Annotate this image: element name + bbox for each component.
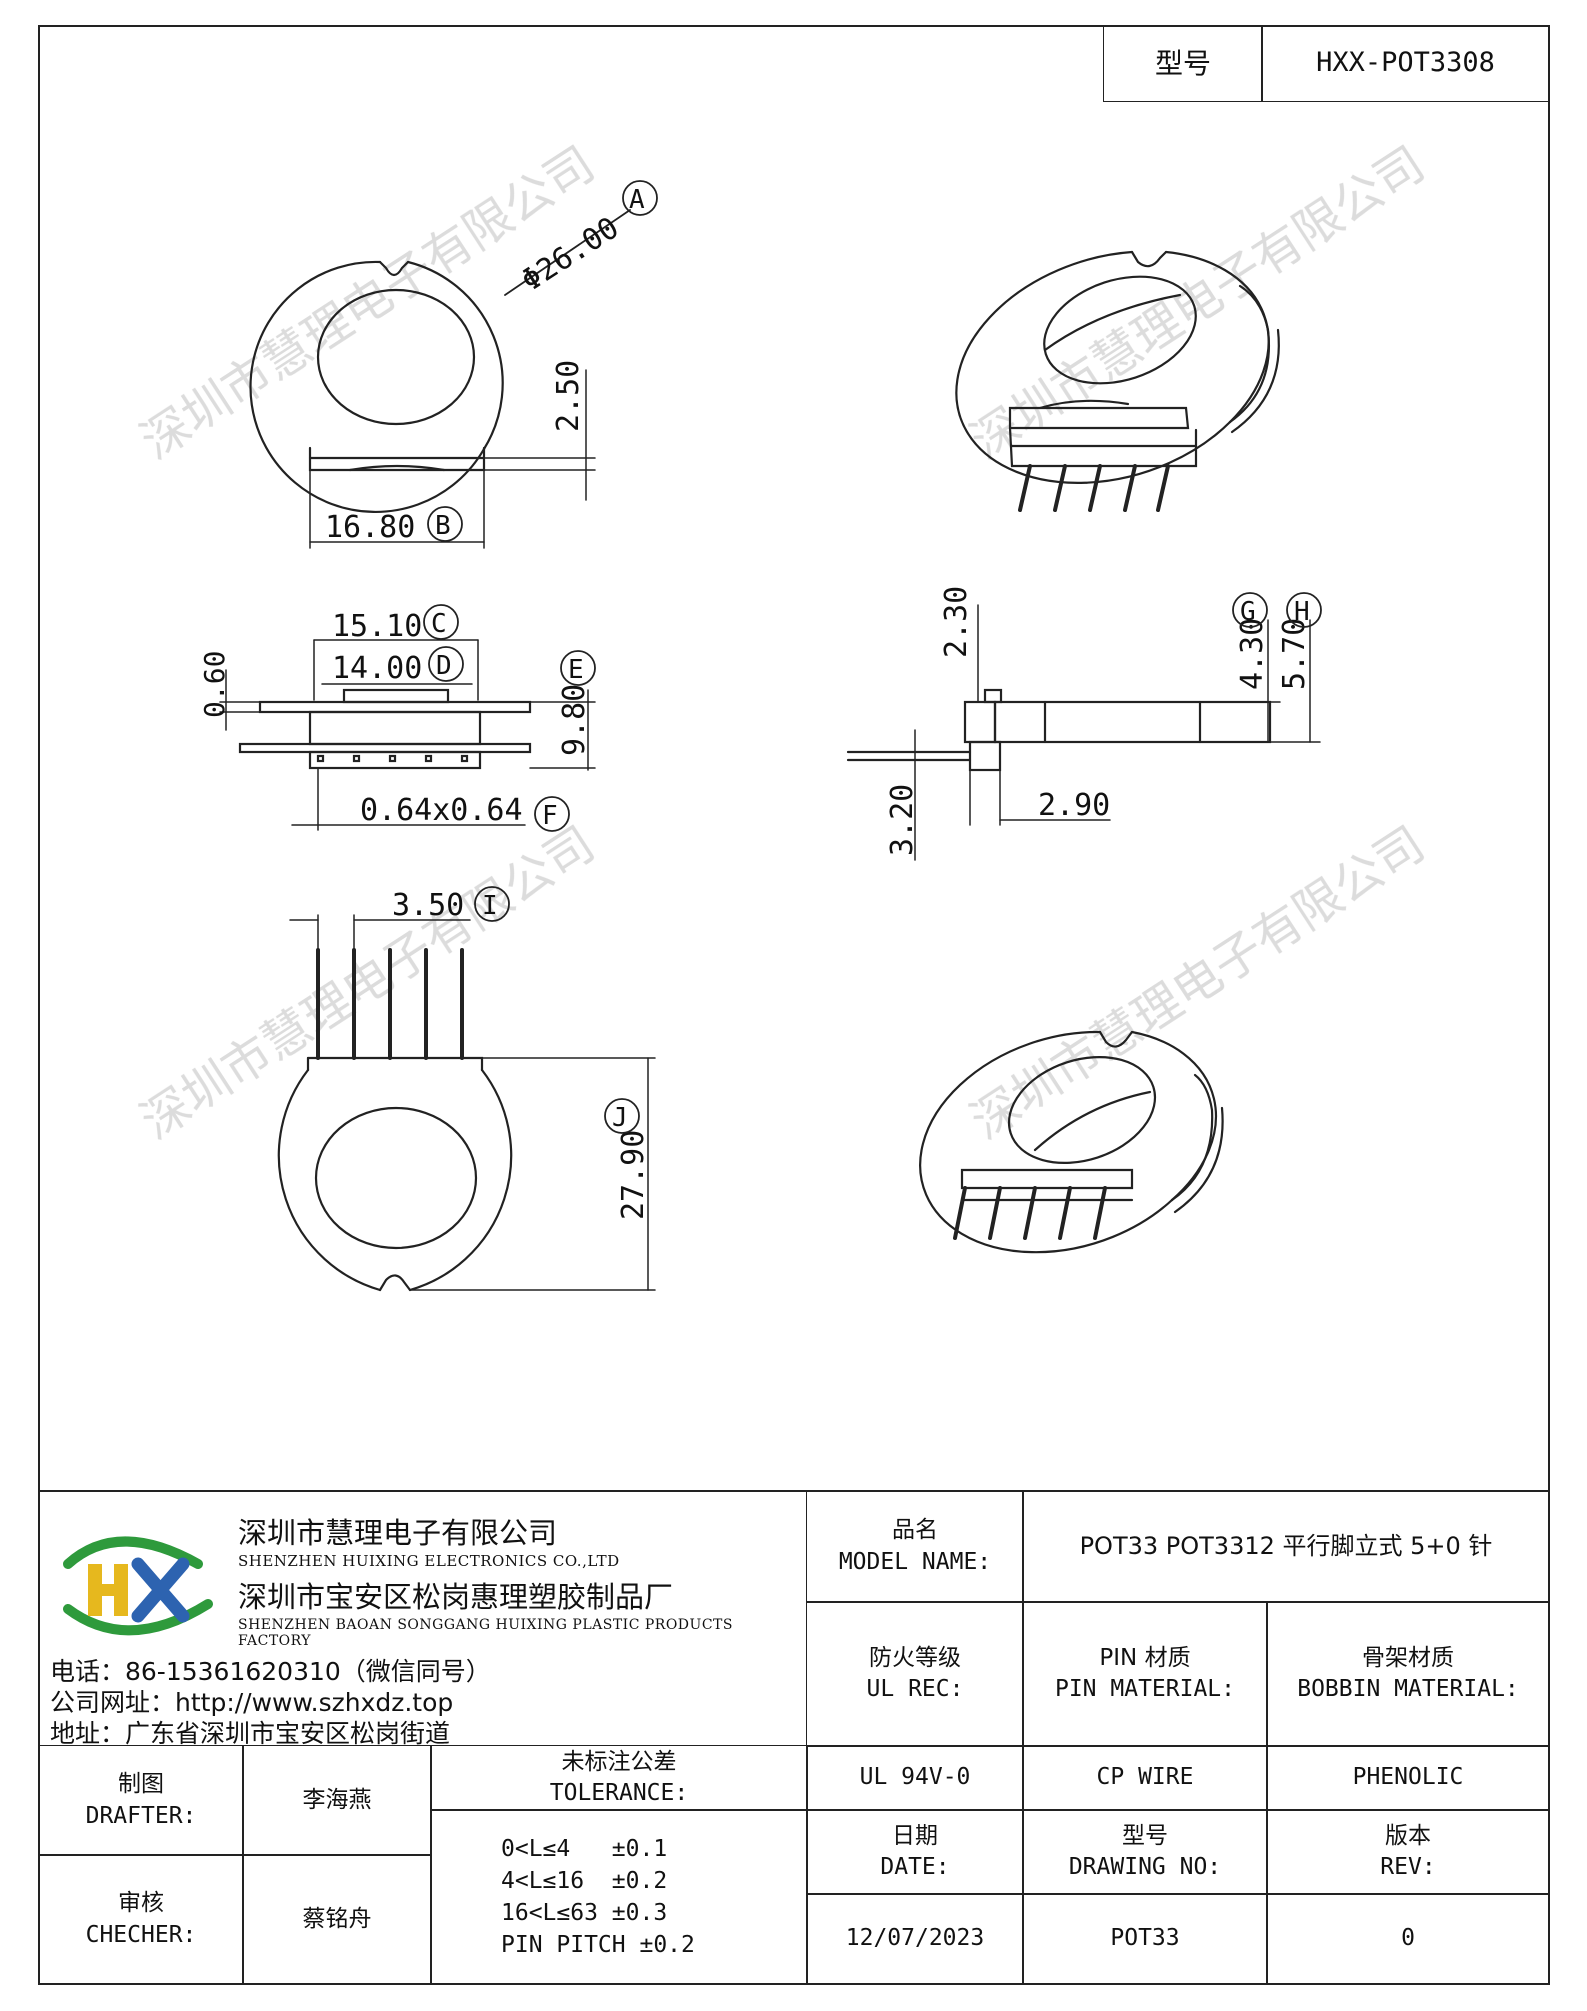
- svg-text:E: E: [568, 655, 584, 685]
- pin-material-value: CP WIRE: [1022, 1745, 1268, 1811]
- dim-0-60: 0.60: [198, 651, 231, 718]
- dim-D-label: 14.00: [332, 651, 422, 686]
- rev-label: 版本 REV:: [1266, 1809, 1550, 1895]
- rev-label-cn: 版本: [1385, 1822, 1431, 1849]
- factory-name-en: SHENZHEN BAOAN SONGGANG HUIXING PLASTIC …: [238, 1617, 733, 1649]
- dim-H-value: 5.70: [1277, 618, 1312, 690]
- checker-label: 审核 CHECHER:: [38, 1854, 244, 1985]
- title-block-border: [38, 1490, 1550, 1492]
- checker-label-cn: 审核: [118, 1890, 164, 1917]
- dim-G-value: 4.30: [1235, 618, 1270, 690]
- svg-text:C: C: [431, 609, 447, 639]
- tolerance-label-cn: 未标注公差: [561, 1748, 677, 1775]
- pin-material-label-en: PIN MATERIAL:: [1054, 1676, 1235, 1702]
- header-model-value: HXX-POT3308: [1261, 25, 1550, 102]
- svg-text:H: H: [1294, 597, 1310, 627]
- ul-rec-label: 防火等级 UL REC:: [806, 1601, 1024, 1747]
- svg-text:I: I: [482, 891, 498, 921]
- model-name-value: POT33 POT3312 平行脚立式 5+0 针: [1022, 1490, 1550, 1603]
- bobbin-material-label-cn: 骨架材质: [1362, 1644, 1454, 1671]
- rev-label-en: REV:: [1380, 1854, 1436, 1880]
- header-model-label: 型号: [1103, 25, 1263, 102]
- tolerance-label: 未标注公差 TOLERANCE:: [430, 1745, 808, 1811]
- dim-2-50: 2.50: [551, 360, 586, 432]
- drafter-value: 李海燕: [242, 1745, 432, 1856]
- company-logo: [63, 1536, 213, 1636]
- date-value: 12/07/2023: [806, 1893, 1024, 1985]
- watermark-3: 深圳市慧理电子有限公司: [131, 816, 604, 1151]
- dim-2-90: 2.90: [1038, 788, 1110, 823]
- dim-I-label: 3.50: [392, 888, 464, 923]
- company-website: 公司网址：http://www.szhxdz.top: [50, 1688, 454, 1717]
- drafter-label: 制图 DRAFTER:: [38, 1745, 244, 1856]
- watermark-4: 深圳市慧理电子有限公司: [961, 816, 1434, 1151]
- pin-material-label: PIN 材质 PIN MATERIAL:: [1022, 1601, 1268, 1747]
- drawing-no-label-cn: 型号: [1122, 1822, 1168, 1849]
- factory-name-cn: 深圳市宝安区松岗惠理塑胶制品厂: [238, 1580, 674, 1614]
- pin-material-label-cn: PIN 材质: [1099, 1644, 1191, 1671]
- date-label: 日期 DATE:: [806, 1809, 1024, 1895]
- svg-text:F: F: [542, 801, 558, 831]
- checker-value: 蔡铭舟: [242, 1854, 432, 1985]
- ul-rec-label-en: UL REC:: [866, 1676, 964, 1702]
- tolerance-line: PIN PITCH ±0.2: [501, 1932, 695, 1958]
- checker-label-en: CHECHER:: [85, 1921, 197, 1948]
- drafter-label-en: DRAFTER:: [85, 1802, 197, 1829]
- drawing-no-label-en: DRAWING NO:: [1068, 1854, 1222, 1880]
- bobbin-material-label-en: BOBBIN MATERIAL:: [1297, 1676, 1519, 1702]
- model-name-label: 品名 MODEL NAME:: [806, 1490, 1024, 1603]
- dim-2-30: 2.30: [939, 586, 974, 658]
- drafter-label-cn: 制图: [118, 1771, 164, 1798]
- company-name-cn: 深圳市慧理电子有限公司: [238, 1516, 558, 1550]
- model-name-label-en: MODEL NAME:: [838, 1548, 992, 1575]
- technical-drawing: 深圳市慧理电子有限公司 深圳市慧理电子有限公司 深圳市慧理电子有限公司 深圳市慧…: [131, 136, 1434, 1292]
- isometric-view-bottom: [919, 1030, 1224, 1254]
- model-name-label-cn: 品名: [892, 1517, 938, 1544]
- isometric-view-top: [955, 250, 1280, 512]
- tolerance-values: 0<L≤4 ±0.1 4<L≤16 ±0.2 16<L≤63 ±0.3 PIN …: [430, 1809, 808, 1985]
- tolerance-line: 16<L≤63 ±0.3: [501, 1900, 668, 1926]
- svg-text:G: G: [1240, 597, 1256, 627]
- svg-text:B: B: [435, 511, 451, 541]
- dim-F-label: 0.64x0.64: [360, 793, 523, 828]
- tolerance-line: 0<L≤4 ±0.1: [501, 1836, 668, 1862]
- top-section-view: 15.10 C 14.00 D 9.80 E 0.60 0.64x0.64: [198, 604, 596, 832]
- ul-rec-value: UL 94V-0: [806, 1745, 1024, 1811]
- watermark-2: 深圳市慧理电子有限公司: [961, 136, 1434, 471]
- company-address: 地址：广东省深圳市宝安区松岗街道: [50, 1719, 451, 1748]
- date-label-en: DATE:: [880, 1854, 950, 1880]
- company-name-en: SHENZHEN HUIXING ELECTRONICS CO.,LTD: [238, 1552, 620, 1570]
- date-label-cn: 日期: [892, 1822, 938, 1849]
- svg-text:J: J: [612, 1103, 628, 1133]
- drawing-no-label: 型号 DRAWING NO:: [1022, 1809, 1268, 1895]
- company-info: 深圳市慧理电子有限公司 SHENZHEN HUIXING ELECTRONICS…: [40, 1492, 808, 1754]
- drawing-no-value: POT33: [1022, 1893, 1268, 1985]
- dim-J-label: 27.90: [616, 1130, 651, 1220]
- bobbin-material-value: PHENOLIC: [1266, 1745, 1550, 1811]
- tolerance-line: 4<L≤16 ±0.2: [501, 1868, 668, 1894]
- bobbin-material-label: 骨架材质 BOBBIN MATERIAL:: [1266, 1601, 1550, 1747]
- dim-B-label: 16.80: [325, 510, 415, 545]
- svg-text:A: A: [629, 185, 645, 215]
- svg-text:D: D: [436, 651, 452, 681]
- pin-front-view: 3.50 I 27.90 J: [277, 886, 656, 1292]
- dim-E-value: 9.80: [557, 684, 592, 756]
- tolerance-label-en: TOLERANCE:: [549, 1780, 689, 1806]
- dim-3-20: 3.20: [885, 784, 920, 856]
- ul-rec-label-cn: 防火等级: [869, 1644, 961, 1671]
- rev-value: 0: [1266, 1893, 1550, 1985]
- company-phone: 电话：86-15361620310（微信同号）: [50, 1657, 491, 1686]
- dim-C-label: 15.10: [332, 609, 422, 644]
- side-section-view: 2.30 4.30 G 5.70 H 3.20 2.90: [846, 586, 1322, 861]
